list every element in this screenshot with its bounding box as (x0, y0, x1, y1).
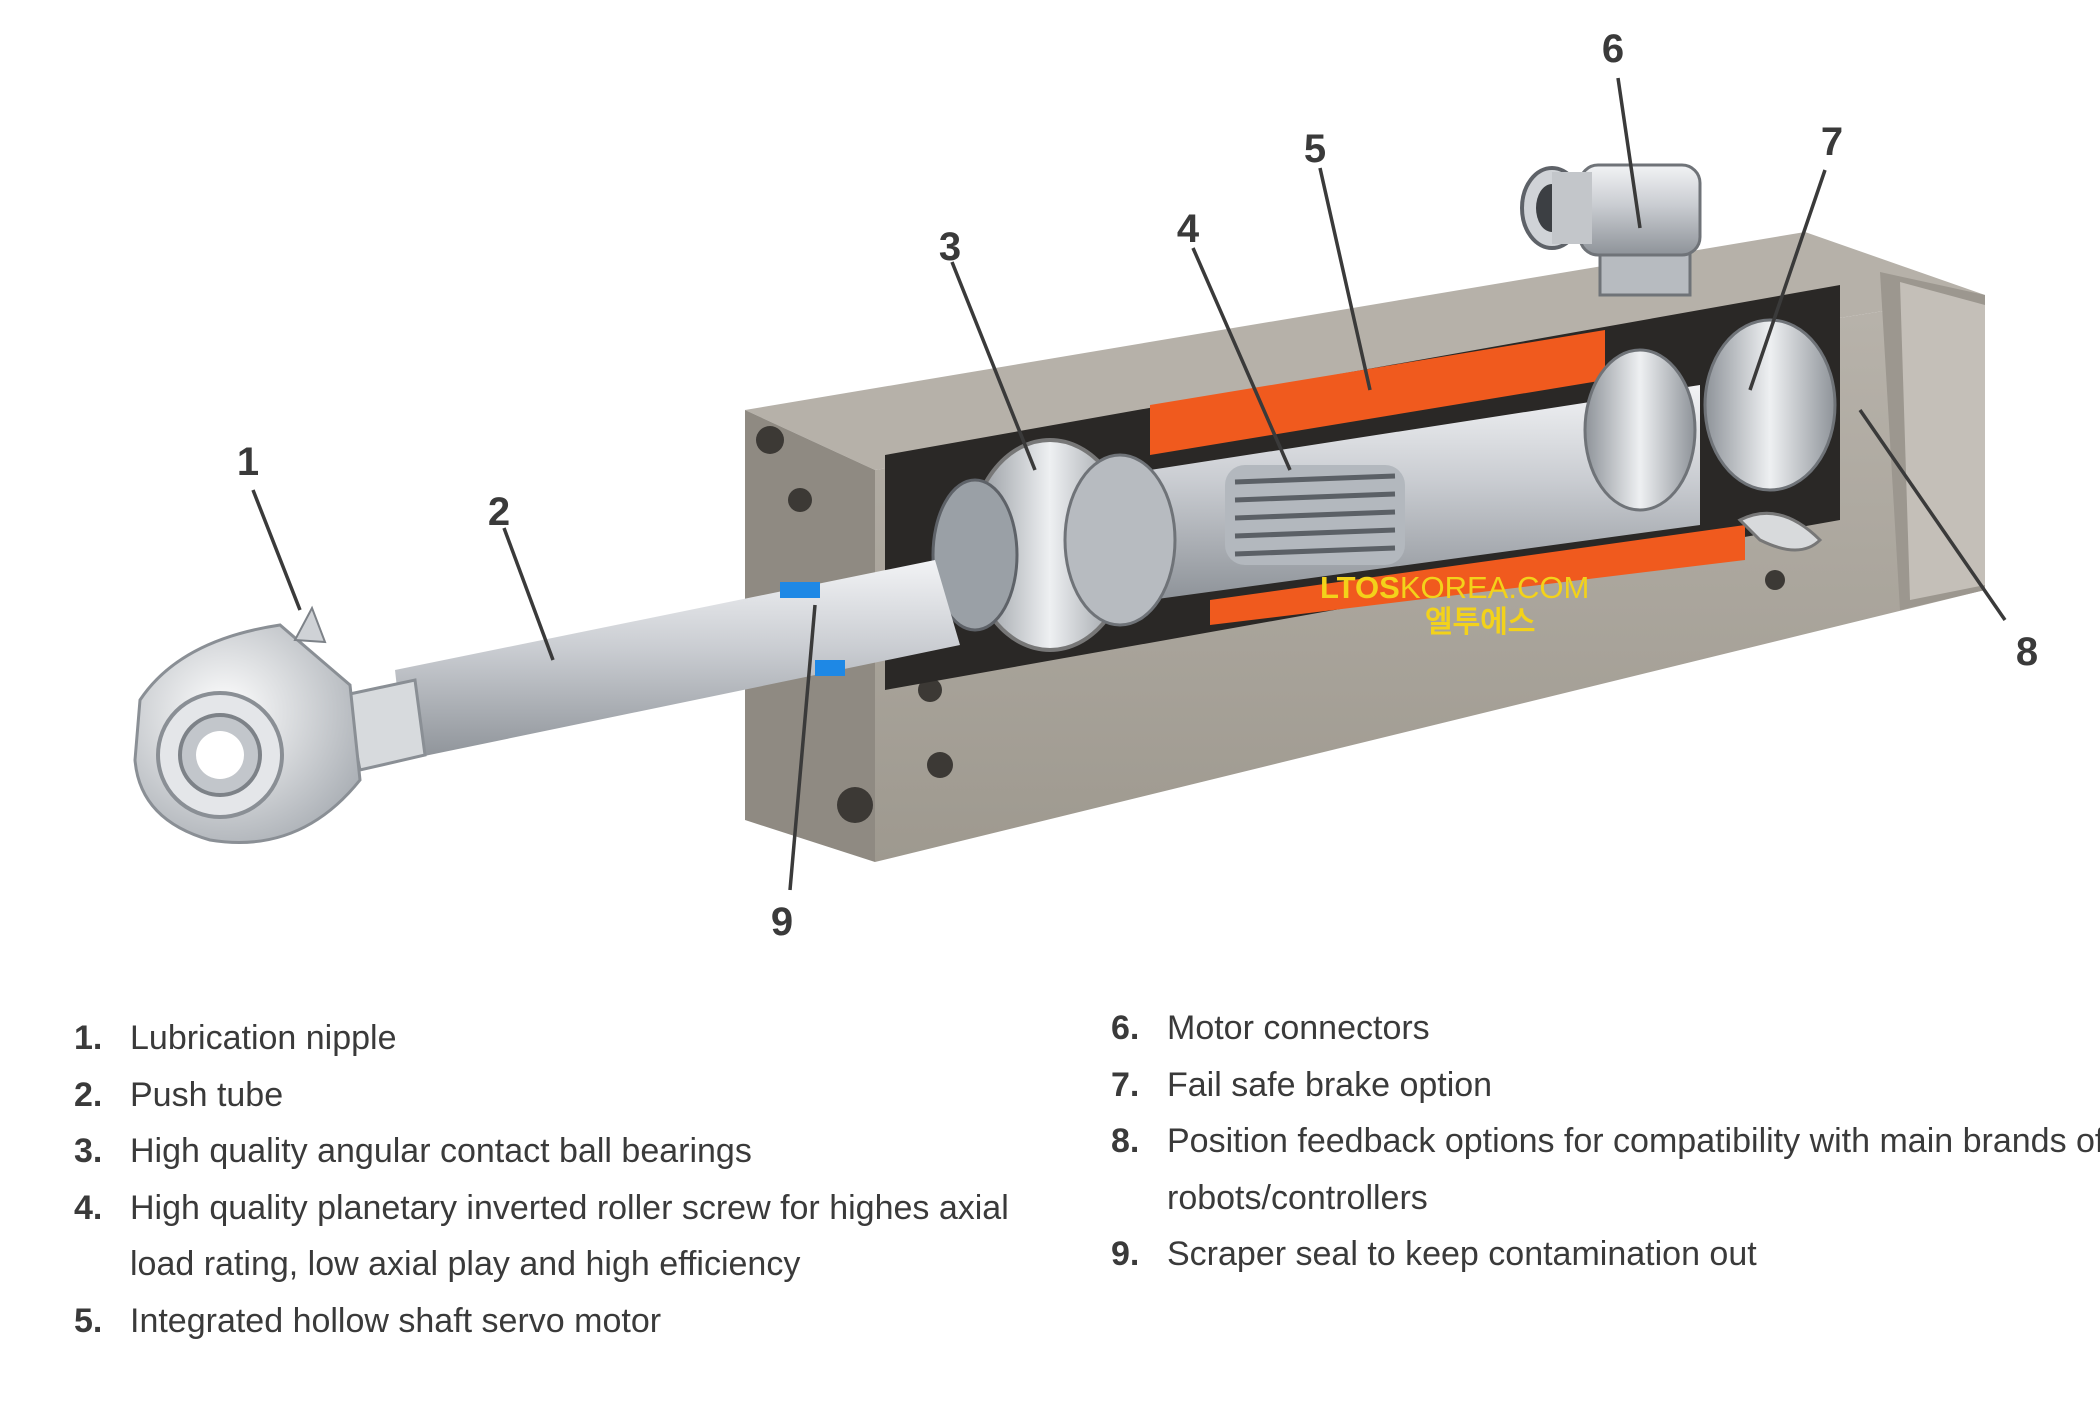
watermark-brand-bold: LTOS (1320, 570, 1400, 605)
legend-num: 9. (1111, 1235, 1140, 1273)
legend-item-6: 6. Motor connectors (1111, 1000, 2071, 1057)
legend-item-8: 8. Position feedback options for compatib… (1111, 1113, 2100, 1226)
leader-lines (251, 77, 2007, 891)
legend-item-5: 5. Integrated hollow shaft servo motor (74, 1293, 1034, 1350)
callout-7: 7 (1821, 120, 1843, 164)
legend-text: High quality angular contact ball bearin… (130, 1132, 752, 1170)
rod-end-eye (133, 605, 362, 844)
callout-5: 5 (1304, 127, 1326, 171)
legend-item-3: 3. High quality angular contact ball bear… (74, 1123, 1034, 1180)
legend-text: Integrated hollow shaft servo motor (130, 1301, 662, 1340)
legend-text: Push tube (130, 1075, 284, 1114)
legend-text: Lubrication nipple (130, 1019, 397, 1057)
legend-text: Fail safe brake option (1167, 1065, 1493, 1104)
callout-9: 9 (771, 900, 793, 944)
legend-num: 6. (1111, 1009, 1140, 1047)
callout-numbers: 1 2 3 4 5 6 7 8 9 (237, 27, 2038, 944)
legend-num: 7. (1111, 1065, 1140, 1104)
push-tube (343, 560, 960, 772)
legend-item-7: 7. Fail safe brake option (1111, 1057, 2071, 1114)
callout-1: 1 (237, 440, 259, 484)
legend-item-1: 1. Lubrication nipple (74, 1010, 1034, 1067)
callout-8: 8 (2016, 630, 2038, 674)
brake-unit (1703, 318, 1837, 492)
roller-screw (1225, 465, 1405, 565)
legend-text: Position feedback options for compatibil… (1167, 1122, 2100, 1217)
motor-stator-bottom (1210, 525, 1745, 625)
callout-6: 6 (1602, 27, 1624, 71)
watermark-korean: 엘투에스 (1425, 605, 1535, 640)
legend-num: 4. (74, 1188, 103, 1227)
watermark-brand-light: KOREA.COM (1400, 570, 1589, 605)
legend-item-2: 2. Push tube (74, 1067, 1034, 1124)
legend-num: 2. (74, 1075, 103, 1114)
legend-num: 8. (1111, 1122, 1140, 1160)
watermark: LTOSKOREA.COM 엘투에스 (1320, 570, 1589, 640)
actuator-cutaway-illustration: 1 2 3 4 5 6 7 8 9 LTOSKOREA.COM 엘투에스 (133, 27, 2038, 944)
legend-num: 5. (74, 1301, 103, 1340)
legend-left: 1. Lubrication nipple 2. Push tube 3. High … (74, 1010, 1034, 1349)
callout-2: 2 (488, 490, 510, 534)
lubrication-nipple (293, 605, 327, 644)
cutaway-interior (885, 285, 1840, 690)
legend-item-9: 9. Scraper seal to keep contamination out (1111, 1226, 2071, 1283)
legend-num: 1. (74, 1019, 103, 1057)
svg-text:LTOSKOREA.COM: LTOSKOREA.COM (1320, 570, 1589, 605)
legend-text: Scraper seal to keep contamination out (1167, 1235, 1757, 1273)
motor-connector (1520, 163, 1702, 297)
callout-4: 4 (1177, 207, 1200, 251)
legend-text: High quality planetary inverted roller s… (130, 1188, 1009, 1284)
legend-item-4: 4. High quality planetary inverted roller… (74, 1180, 1045, 1293)
motor-stator-top (1150, 330, 1605, 455)
legend-text: Motor connectors (1167, 1009, 1430, 1047)
legend-num: 3. (74, 1132, 103, 1170)
callout-3: 3 (939, 225, 961, 269)
legend-right: 6. Motor connectors 7. Fail safe brake opt… (1111, 1000, 2100, 1283)
